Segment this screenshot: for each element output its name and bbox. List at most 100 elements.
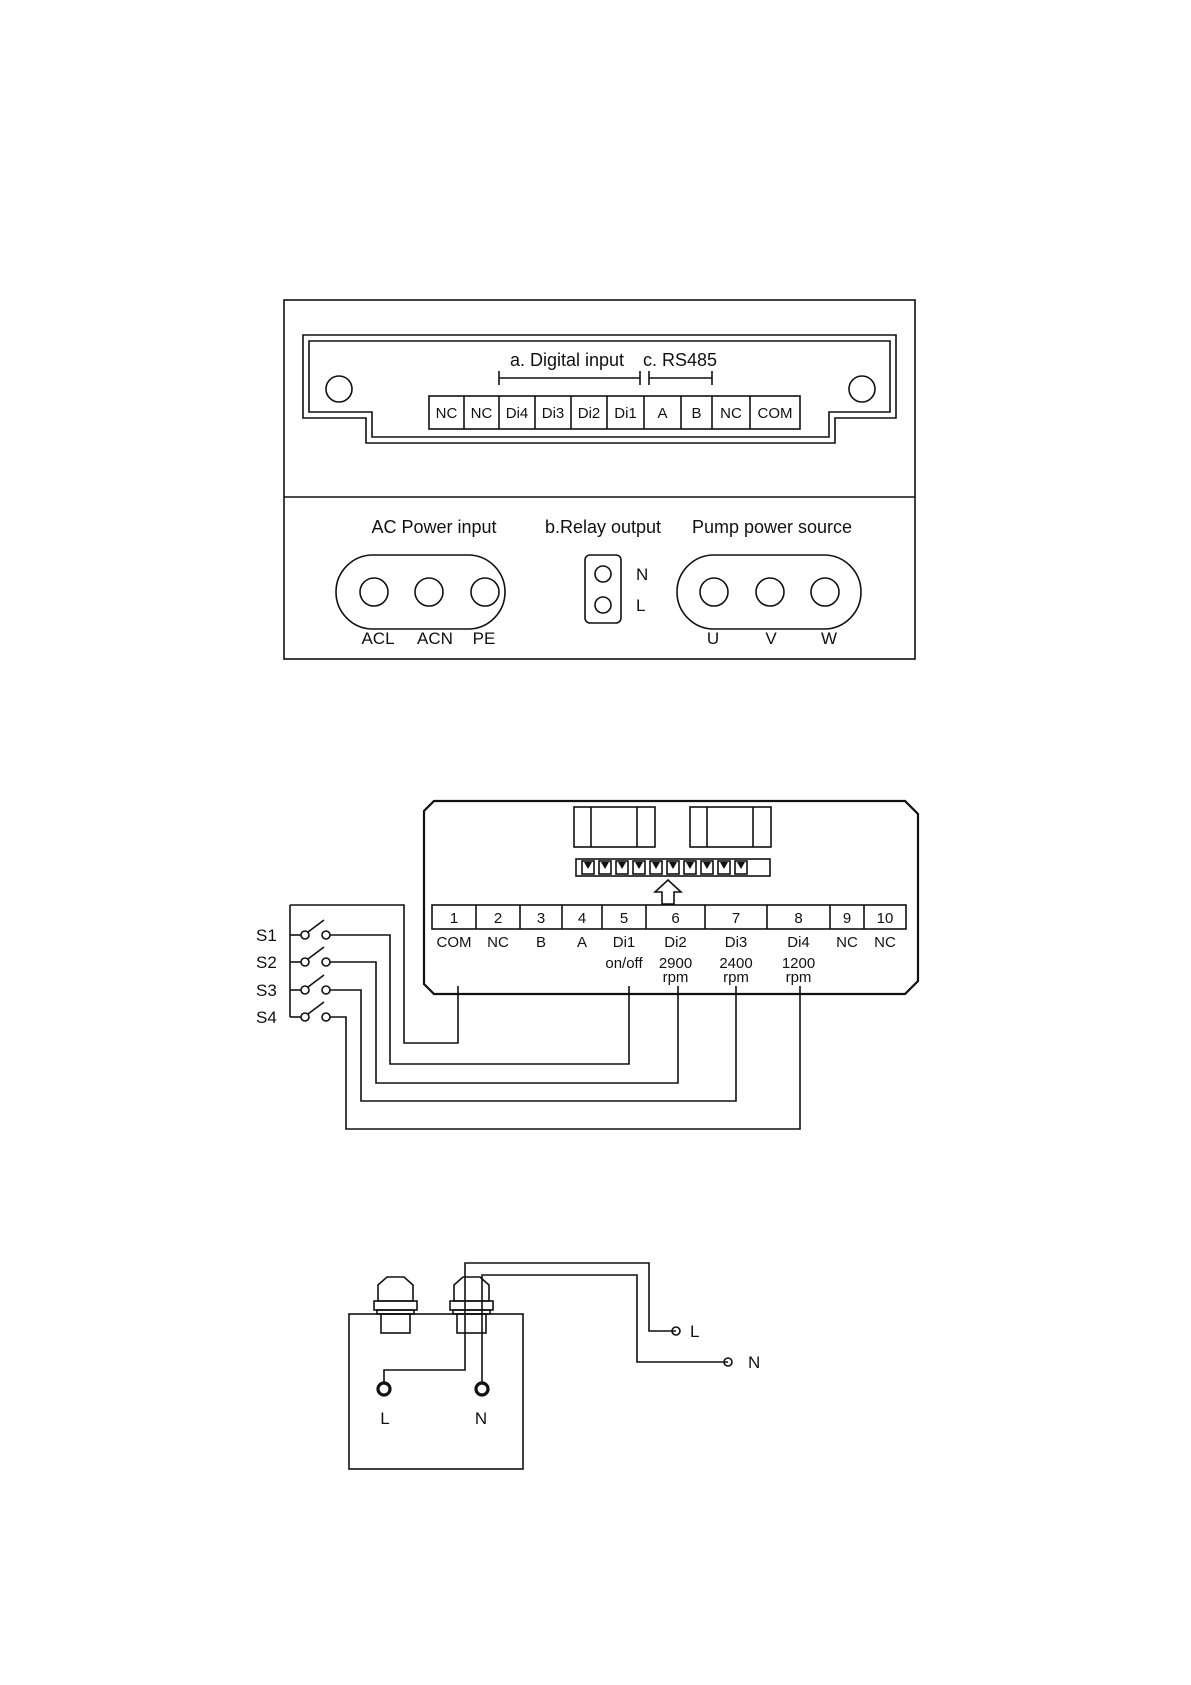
function-label-line1: on/off — [605, 955, 643, 972]
switch-label: S4 — [256, 1008, 277, 1027]
header-pin-marker — [686, 862, 694, 869]
terminal-name: Di1 — [613, 934, 636, 951]
mounting-hole-right — [849, 376, 875, 402]
panel-terminal-a: A — [657, 405, 667, 422]
header-pin-marker — [737, 862, 745, 869]
panel-terminal-b: B — [691, 405, 701, 422]
terminal-number: 5 — [620, 910, 628, 927]
board-strip-outline — [432, 905, 906, 929]
pump-terminal-u — [700, 578, 728, 606]
insert-arrow-icon — [655, 880, 681, 904]
pump-label-v: V — [765, 629, 777, 648]
cable-gland-right — [450, 1277, 493, 1333]
panel-terminal-nc-2: NC — [471, 405, 493, 422]
panel-terminal-strip: NC NC Di4 Di3 Di2 Di1 A B NC COM — [429, 396, 800, 429]
switch-label: S1 — [256, 926, 277, 945]
terminal-name: Di4 — [787, 934, 810, 951]
switch-contact-b — [322, 931, 330, 939]
header-pin-marker — [618, 862, 626, 869]
relay-enclosure — [349, 1314, 523, 1469]
header-pin-marker — [601, 862, 609, 869]
header-pin-marker — [584, 862, 592, 869]
terminal-number: 8 — [794, 910, 802, 927]
terminal-number: 10 — [877, 910, 894, 927]
terminal-l-label: L — [380, 1409, 389, 1428]
terminal-number: 4 — [578, 910, 586, 927]
pump-terminal-v — [756, 578, 784, 606]
terminal-name: NC — [487, 934, 509, 951]
relay-block-left — [574, 807, 655, 847]
switch-blade — [308, 975, 324, 987]
terminal-name: NC — [874, 934, 896, 951]
pump-power-title: Pump power source — [692, 517, 852, 537]
terminal-name: NC — [836, 934, 858, 951]
relay-output-title: b.Relay output — [545, 517, 661, 537]
pump-label-w: W — [821, 629, 837, 648]
terminal-name: Di2 — [664, 934, 687, 951]
switch-contact-b — [322, 986, 330, 994]
function-label-line2: rpm — [723, 969, 749, 986]
switch-contact-b — [322, 958, 330, 966]
ac-terminal-pe — [471, 578, 499, 606]
switch-contact-a — [301, 931, 309, 939]
panel-terminal-nc-1: NC — [436, 405, 458, 422]
panel-terminal-di2: Di2 — [578, 405, 601, 422]
switch-blade — [308, 920, 324, 932]
header-pin-marker — [669, 862, 677, 869]
switch-contact-a — [301, 958, 309, 966]
switch-blade — [308, 947, 324, 959]
ac-label-pe: PE — [473, 629, 496, 648]
relay-block-right — [690, 807, 771, 847]
terminal-name: A — [577, 934, 587, 951]
relay-output-wiring-figure: L N L N — [349, 1263, 760, 1469]
terminal-number: 9 — [843, 910, 851, 927]
panel-terminal-di4: Di4 — [506, 405, 529, 422]
ac-label-acl: ACL — [361, 629, 394, 648]
pin-header-pins — [582, 861, 747, 874]
function-label-line2: rpm — [786, 969, 812, 986]
terminal-number: 6 — [671, 910, 679, 927]
rs485-bracket — [649, 371, 712, 385]
terminal-name: B — [536, 934, 546, 951]
board-terminal-strip: 1COM2NC3B4A5Di16Di27Di38Di49NC10NCon/off… — [432, 905, 906, 986]
panel-terminal-nc-3: NC — [720, 405, 742, 422]
pump-power-connector — [677, 555, 861, 629]
function-label-line2: rpm — [663, 969, 689, 986]
switch-blade — [308, 1002, 324, 1014]
ac-terminal-acl — [360, 578, 388, 606]
switch-contact-a — [301, 986, 309, 994]
ac-power-title: AC Power input — [371, 517, 496, 537]
terminal-n-label: N — [475, 1409, 487, 1428]
terminal-l — [378, 1383, 390, 1395]
digital-input-wiring-figure: 1COM2NC3B4A5Di16Di27Di38Di49NC10NCon/off… — [256, 801, 918, 1129]
relay-terminal-n — [595, 566, 611, 582]
panel-terminal-di1: Di1 — [614, 405, 637, 422]
switch-label: S2 — [256, 953, 277, 972]
terminal-number: 7 — [732, 910, 740, 927]
panel-terminal-di3: Di3 — [542, 405, 565, 422]
pump-terminal-w — [811, 578, 839, 606]
relay-label-n: N — [636, 565, 648, 584]
header-pin-marker — [720, 862, 728, 869]
panel-terminal-com: COM — [758, 405, 793, 422]
header-pin-marker — [652, 862, 660, 869]
terminal-number: 2 — [494, 910, 502, 927]
line-label-l: L — [690, 1322, 699, 1341]
digital-input-label: a. Digital input — [510, 350, 624, 370]
relay-label-l: L — [636, 596, 645, 615]
ac-label-acn: ACN — [417, 629, 453, 648]
switch-contact-a — [301, 1013, 309, 1021]
terminal-name: Di3 — [725, 934, 748, 951]
digital-input-bracket — [499, 371, 640, 385]
ac-power-connector — [336, 555, 505, 629]
switch-label: S3 — [256, 981, 277, 1000]
relay-terminal-l — [595, 597, 611, 613]
mounting-hole-left — [326, 376, 352, 402]
terminal-number: 1 — [450, 910, 458, 927]
ac-terminal-acn — [415, 578, 443, 606]
terminal-name: COM — [437, 934, 472, 951]
line-label-n: N — [748, 1353, 760, 1372]
